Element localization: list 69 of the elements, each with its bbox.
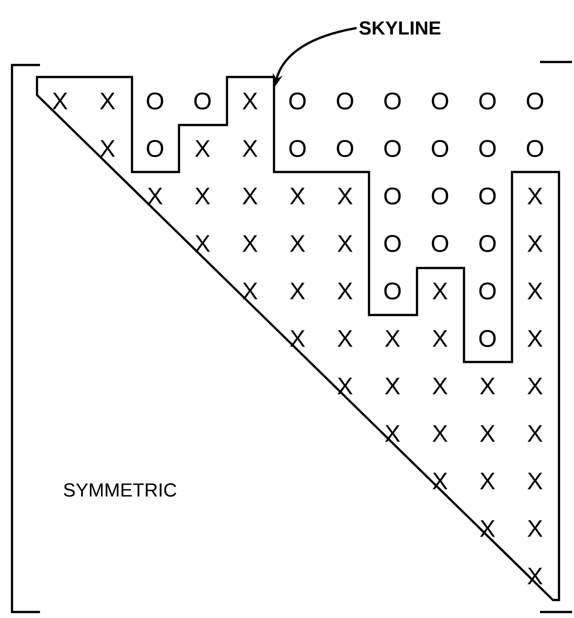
matrix-entry: X [100, 140, 115, 157]
skyline-outline [36, 76, 560, 602]
matrix-entry: O [384, 140, 401, 157]
matrix-entry: X [528, 520, 542, 537]
matrix-entry: X [242, 188, 258, 204]
matrix-entry: O [384, 188, 401, 204]
matrix-entry: X [528, 235, 542, 252]
matrix-entry: O [289, 92, 306, 110]
matrix-entry: O [479, 235, 496, 252]
matrix-entry: X [195, 140, 210, 157]
matrix-entry: O [194, 92, 211, 110]
matrix-entry: O [479, 282, 496, 300]
matrix-entry: O [384, 282, 401, 300]
matrix-entry: X [480, 472, 495, 490]
matrix-entry: X [432, 330, 448, 347]
matrix-entry: X [338, 330, 352, 347]
matrix-entry: X [242, 140, 258, 157]
matrix-entry: X [100, 92, 115, 110]
matrix-entry: X [148, 188, 162, 204]
matrix-entry: O [432, 235, 448, 252]
matrix-entry: X [242, 282, 258, 300]
matrix-entry: X [242, 235, 258, 252]
matrix-entry: X [195, 235, 210, 252]
matrix-entry: X [432, 378, 448, 394]
matrix-entry: O [479, 188, 496, 204]
matrix-entry: X [528, 378, 542, 394]
matrix-entry: O [479, 330, 496, 347]
matrix-entry: O [384, 92, 401, 110]
matrix-entry: X [195, 188, 210, 204]
matrix-entry: X [385, 425, 400, 442]
matrix-entry: O [479, 92, 496, 110]
matrix-entry: X [290, 235, 305, 252]
matrix-entry: X [290, 330, 305, 347]
matrix-entry: X [480, 520, 495, 537]
matrix-entry: X [528, 282, 542, 300]
matrix-entry: X [528, 330, 542, 347]
matrix-entry: X [432, 282, 448, 300]
matrix-entry: X [432, 472, 448, 490]
matrix-entry: O [432, 92, 448, 110]
matrix-entry: X [528, 568, 542, 584]
matrix-entry: X [385, 330, 400, 347]
matrix-entry: X [528, 472, 542, 490]
matrix-entry: X [242, 92, 258, 110]
matrix-entry: O [432, 140, 448, 157]
matrix-entry: X [480, 425, 495, 442]
matrix-entry: X [290, 188, 305, 204]
matrix-entry: O [146, 140, 164, 157]
matrix-entry: O [146, 92, 164, 110]
matrix-entry: X [385, 378, 400, 394]
matrix-entry: X [480, 378, 495, 394]
matrix-entry: O [336, 140, 354, 157]
matrix-entry: O [526, 140, 544, 157]
matrix-entry: O [384, 235, 401, 252]
matrix-entry: O [336, 92, 354, 110]
matrix-entry: X [528, 425, 542, 442]
matrix-entry: X [432, 425, 448, 442]
matrix-entry: O [289, 140, 306, 157]
matrix-entry: X [52, 92, 68, 110]
matrix-entry: X [338, 378, 352, 394]
callout-text: SKYLINE [359, 21, 440, 35]
matrix-entry: O [526, 92, 544, 110]
matrix-entry: X [338, 188, 352, 204]
matrix-entry: X [338, 282, 352, 300]
matrix-entry: X [290, 282, 305, 300]
matrix-entry: O [479, 140, 496, 157]
matrix-entry: X [528, 188, 542, 204]
region-label: SYMMETRIC [64, 483, 176, 497]
matrix-entry: X [338, 235, 352, 252]
matrix-entry: O [432, 188, 448, 204]
